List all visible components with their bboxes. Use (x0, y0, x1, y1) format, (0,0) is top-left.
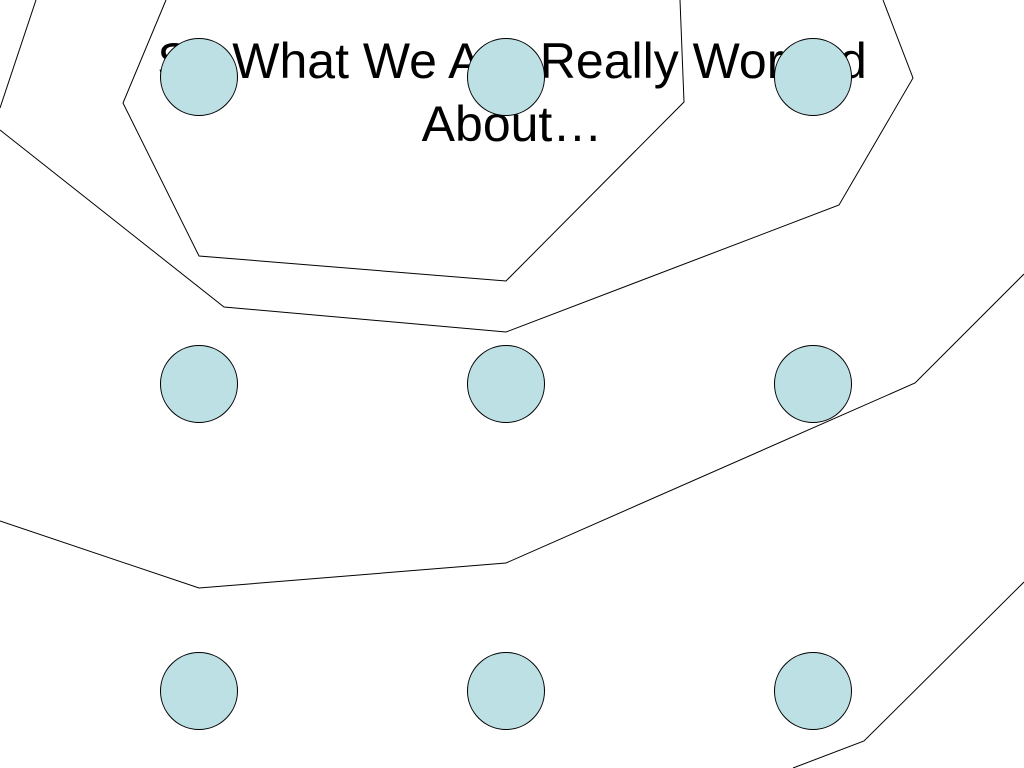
node-circle-r3-c3 (774, 652, 852, 730)
node-circle-r1-c2 (467, 38, 545, 116)
boundary-lower-right-line (792, 581, 1024, 768)
boundary-inner-polygon (122, 0, 685, 282)
node-circle-r1-c1 (160, 38, 238, 116)
node-circle-r2-c2 (467, 345, 545, 423)
boundary-middle-region (0, 273, 1024, 589)
node-circle-r3-c2 (467, 652, 545, 730)
node-circle-r2-c3 (774, 345, 852, 423)
boundary-outer-left-line (0, 0, 37, 109)
boundary-top-region (0, 0, 914, 333)
node-circle-r2-c1 (160, 345, 238, 423)
node-circle-r1-c3 (774, 38, 852, 116)
node-circle-r3-c1 (160, 652, 238, 730)
